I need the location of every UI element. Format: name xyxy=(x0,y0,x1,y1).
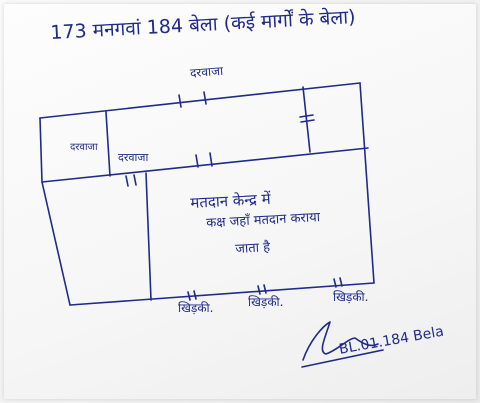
window-tick-1 xyxy=(187,290,197,301)
center-note-line-1: मतदान केन्द्र में xyxy=(189,189,272,212)
door-tick-inner xyxy=(125,174,137,187)
inner-wall-upper-left xyxy=(105,111,111,177)
door-tick-right xyxy=(299,114,315,123)
inner-wall-upper-right xyxy=(302,86,311,153)
window-label-2: खिड़की. xyxy=(248,295,284,309)
signature-underline xyxy=(301,349,384,368)
paper-sheet xyxy=(4,4,476,399)
inner-door-label: दरवाजा xyxy=(118,151,149,164)
outer-wall-bottom xyxy=(69,282,375,306)
center-note-line-3: जाता है xyxy=(234,240,271,257)
window-label-1: खिड़की. xyxy=(178,301,214,315)
window-label-3: खिड़की. xyxy=(333,290,369,304)
outer-wall-right xyxy=(359,82,375,284)
inner-wall-horizontal xyxy=(41,147,369,183)
door-tick-middle xyxy=(195,152,213,168)
outer-wall-left xyxy=(39,117,71,306)
door-tick-top xyxy=(178,91,207,108)
signature-scribble xyxy=(302,321,379,361)
left-room-label: दरवाजा xyxy=(70,142,98,153)
window-tick-3 xyxy=(333,277,343,288)
top-door-label: दरवाजा xyxy=(189,63,224,81)
inner-wall-lower xyxy=(145,172,152,301)
window-tick-2 xyxy=(257,284,267,295)
outer-wall-top xyxy=(39,82,361,119)
